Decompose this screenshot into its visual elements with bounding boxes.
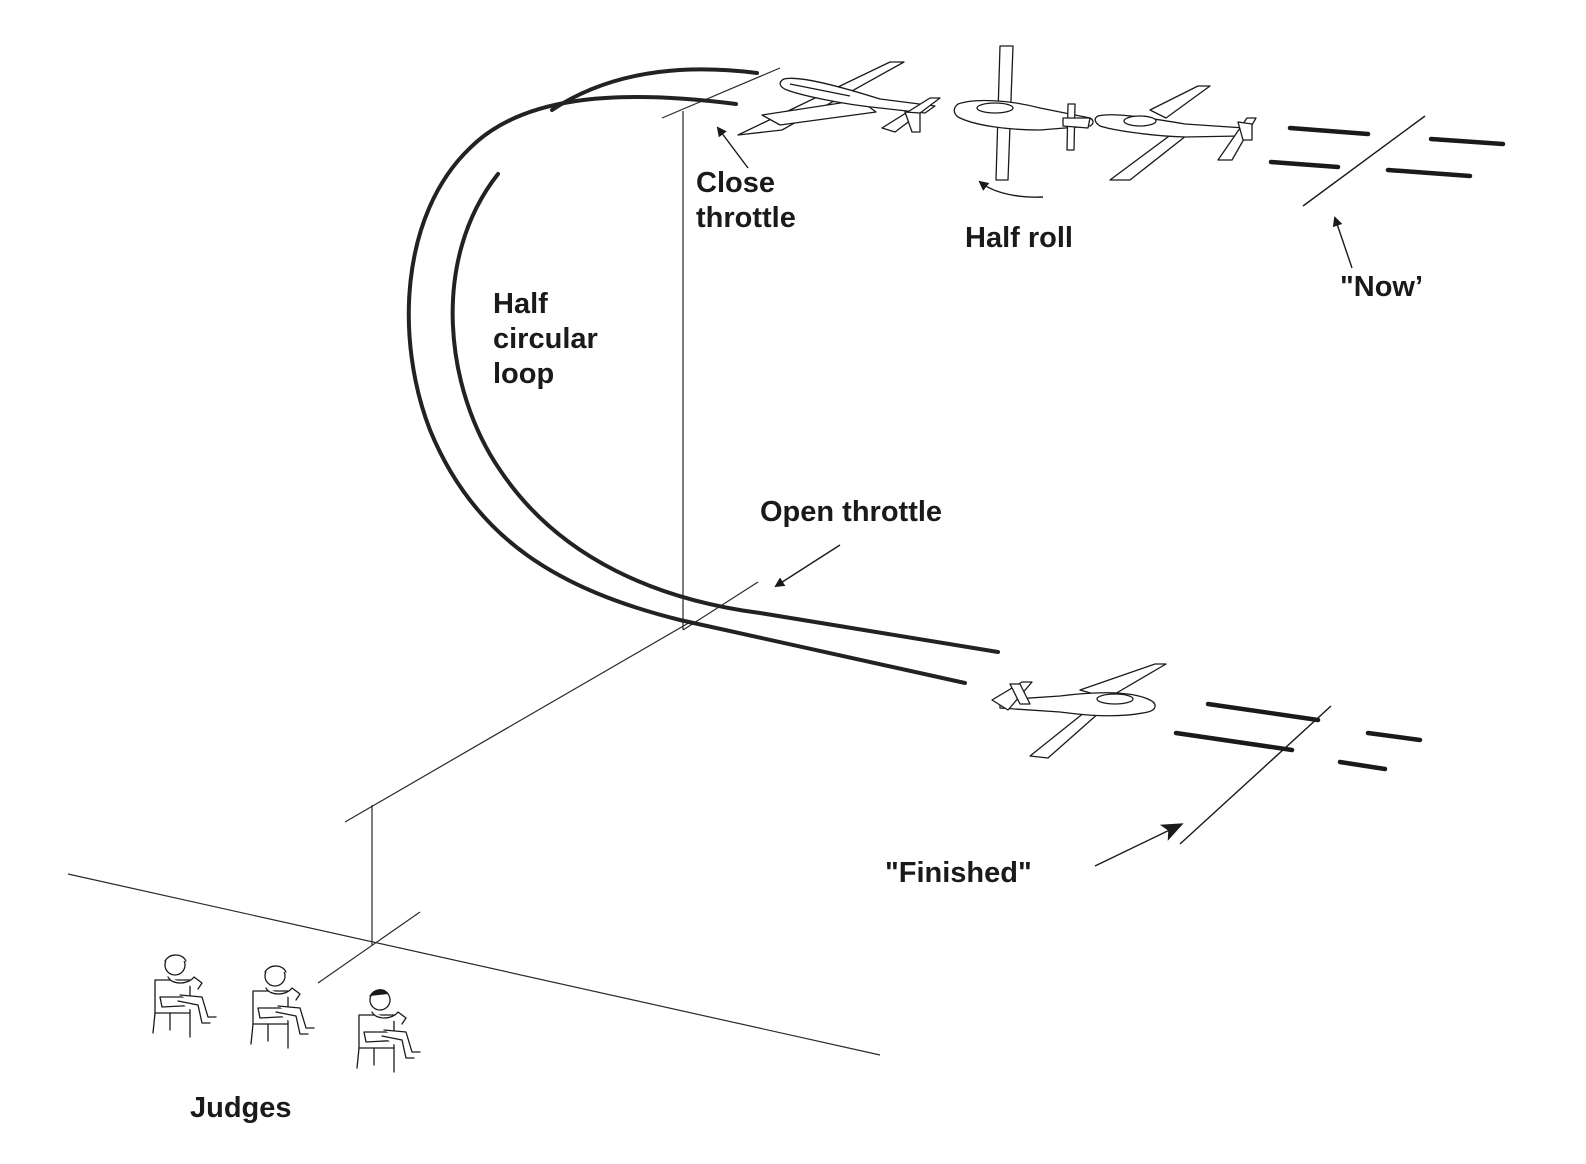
airplane-icon-half-roll bbox=[953, 45, 1094, 181]
close-throttle-label: Close throttle bbox=[696, 166, 796, 236]
now-label: "Now’ bbox=[1340, 271, 1424, 303]
airplane-icon-now bbox=[1094, 85, 1257, 181]
flight-path bbox=[406, 67, 1000, 685]
exit-dashes bbox=[1173, 701, 1423, 772]
loop-path-inner-lower bbox=[450, 172, 1000, 654]
half-circular-loop-label-line3: loop bbox=[493, 358, 555, 390]
close-throttle-label-line2: throttle bbox=[696, 202, 796, 234]
pointer-arrows bbox=[716, 126, 1353, 867]
finished-arrow bbox=[1094, 823, 1184, 867]
airplane-icon-close-throttle bbox=[737, 61, 941, 136]
now-gate-line bbox=[1302, 115, 1426, 207]
half-circular-loop-label: Half circular loop bbox=[493, 287, 598, 392]
airplane-icon-finished bbox=[991, 663, 1167, 759]
judge-icon-3 bbox=[356, 989, 421, 1073]
half-roll-label: Half roll bbox=[965, 222, 1073, 254]
open-throttle-label: Open throttle bbox=[760, 496, 943, 528]
judges-label: Judges bbox=[190, 1092, 292, 1124]
finished-gate-line bbox=[1179, 705, 1332, 845]
half-circular-loop-label-line2: circular bbox=[493, 323, 598, 355]
close-throttle-arrow bbox=[716, 126, 749, 169]
now-arrow bbox=[1332, 216, 1353, 269]
entry-dashes bbox=[1268, 125, 1506, 179]
judge-icon-1 bbox=[152, 954, 217, 1038]
open-throttle-arrow bbox=[774, 544, 841, 588]
loop-path-inner bbox=[550, 67, 759, 112]
judges-group bbox=[152, 954, 421, 1073]
half-circular-loop-label-line1: Half bbox=[493, 288, 548, 320]
half-roll-arrow bbox=[978, 180, 1044, 198]
judge-icon-2 bbox=[250, 965, 315, 1049]
finished-label: "Finished" bbox=[885, 857, 1032, 889]
close-throttle-label-line1: Close bbox=[696, 167, 775, 199]
